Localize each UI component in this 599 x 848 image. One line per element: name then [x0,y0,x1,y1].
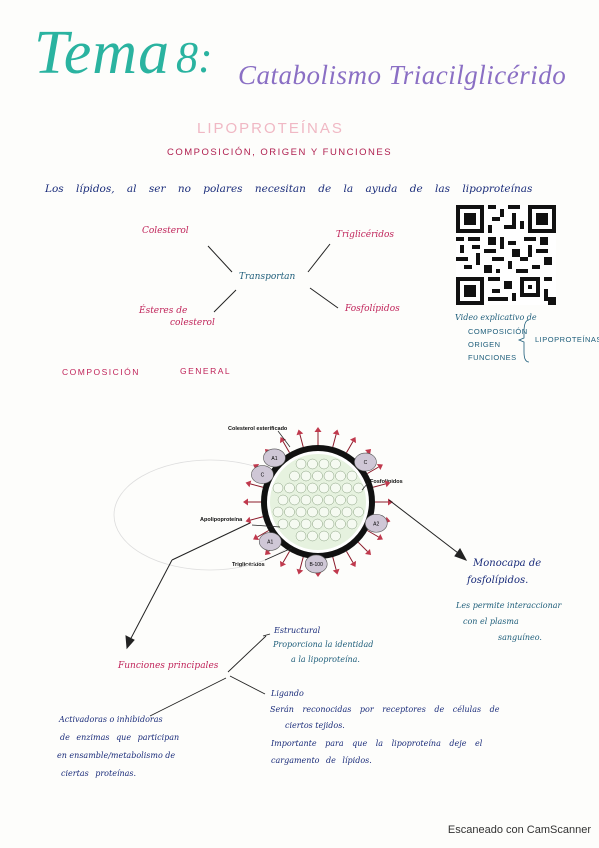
ligando-line-4: cargamento de lípidos. [271,756,372,765]
apo-tag-5: B-100 [310,562,324,568]
video-item-origen: ORIGEN [468,340,501,349]
apo-tag-3: A1 [267,540,273,546]
ligando-line-1: Serán reconocidas por receptores de célu… [270,705,500,714]
video-item-funciones: FUNCIONES [468,353,517,362]
funciones-label: Funciones principales [118,661,219,671]
composition-label-2: GENERAL [180,366,232,376]
activ-line-1: Activadoras o inhibidoras [59,715,163,724]
camscanner-footer: Escaneado con CamScanner [447,824,591,836]
monocapa-desc-3: sanguíneo. [498,633,542,642]
composition-label-1: COMPOSICIÓN [62,367,140,377]
transport-colesterol: Colesterol [142,226,189,236]
transport-lines [207,243,339,313]
activ-line-2: de enzimas que participan [60,733,180,742]
ligando-line-3: Importante para que la lipoproteína deje… [271,739,483,748]
label-colesterol-esterificado: Colesterol esterificado [228,426,288,432]
transport-trigliceridos: Triglicéridos [336,230,395,240]
video-bracket-label: LIPOPROTEÍNAS [535,335,599,344]
ligando-title: Ligando [271,689,304,698]
apo-tag-4: C [261,473,265,479]
transport-esteres-2: colesterol [170,318,215,328]
title-tema: Tema [34,19,171,87]
estructural-line-2: a la lipoproteína. [291,655,360,664]
estructural-title: Estructural [274,626,321,635]
label-trigliceridos: Triglicéridos [232,562,265,568]
monocapa-title-1: Monocapa de [473,558,542,569]
title-subtitle: Catabolismo Triacilglicérido [238,60,567,90]
video-bracket [517,319,530,363]
video-item-composicion: COMPOSICIÓN [468,327,528,336]
section-heading: LIPOPROTEÍNAS [197,120,344,137]
monocapa-desc-2: con el plasma [463,617,519,626]
apo-tag-2: A2 [373,521,379,527]
apo-tag-0: A1 [271,456,277,462]
diagram-arrows [125,430,468,650]
ligando-line-2: ciertos tejidos. [285,721,345,730]
apo-tag-1: C [364,460,368,466]
funciones-tree [149,633,271,717]
transport-center: Transportan [239,272,296,282]
transport-fosfolipidos: Fosfolípidos [345,304,400,314]
title-number: 8: [176,33,213,82]
activ-line-4: ciertas proteínas. [61,769,137,778]
label-apolipoproteina: Apolipoproteína [200,517,243,523]
section-subheading: COMPOSICIÓN, ORIGEN Y FUNCIONES [167,147,393,158]
monocapa-desc-1: Les permite interaccionar [456,601,562,610]
estructural-line-1: Proporciona la identidad [273,640,374,649]
intro-text: Los lípidos, al ser no polares necesitan… [45,183,533,195]
activ-line-3: en ensamble/metabolismo de [57,751,176,760]
video-line1: Video explicativo de [455,313,537,322]
transport-esteres-1: Ésteres de [139,306,188,316]
qr-code[interactable] [456,205,556,305]
monocapa-title-2: fosfolípidos. [467,575,529,586]
